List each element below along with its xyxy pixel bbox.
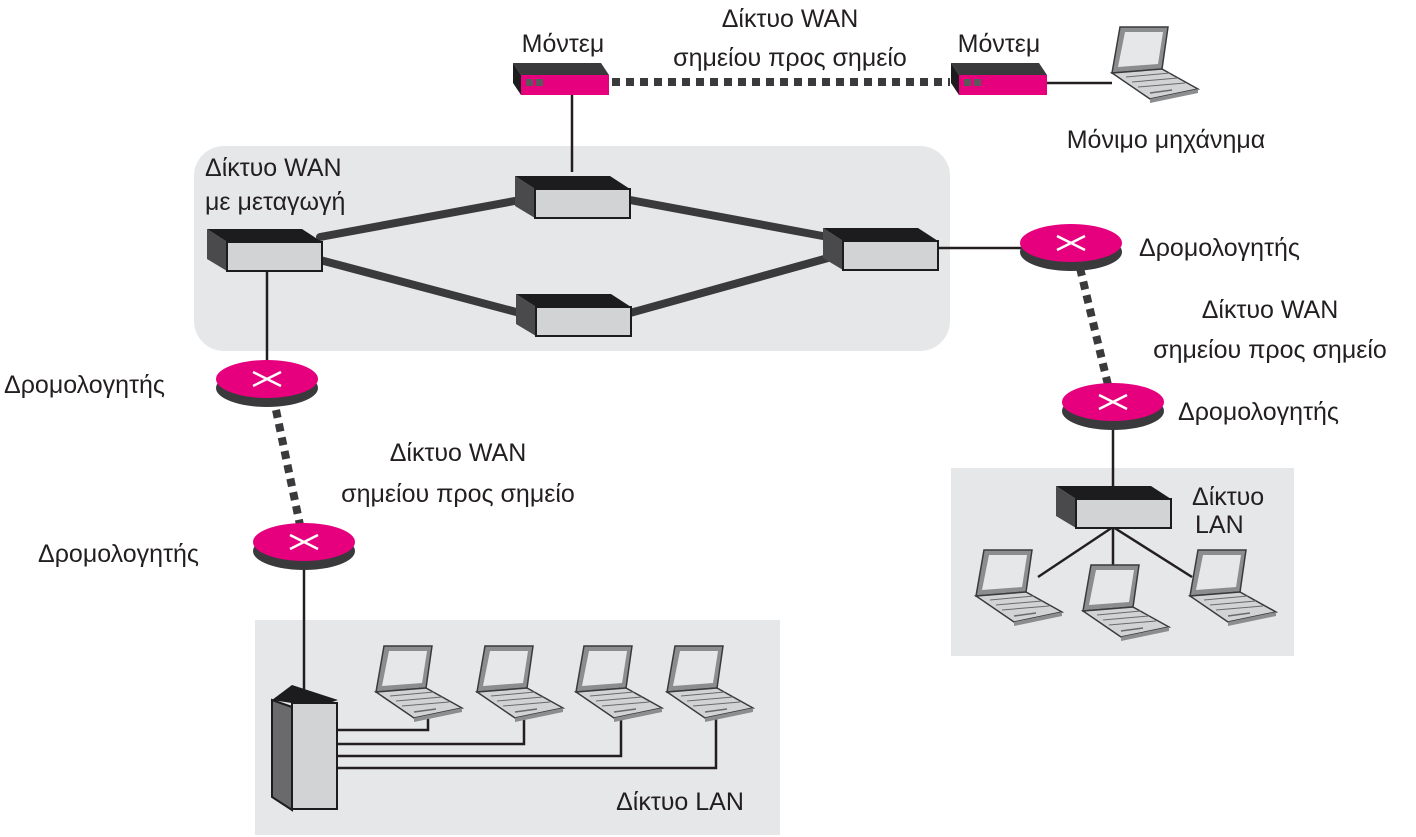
router-icon bbox=[1060, 381, 1166, 432]
wan-p2p-label-line1: Δίκτυο WAN bbox=[390, 439, 527, 467]
modem-label: Μόντεμ bbox=[522, 30, 605, 58]
wan-p2p-label-line1: Δίκτυο WAN bbox=[722, 5, 859, 33]
modem-icon bbox=[513, 63, 609, 95]
wan-p2p-label-line1: Δίκτυο WAN bbox=[1202, 296, 1339, 324]
wan-p2p-label-line2: σημείου προς σημείο bbox=[341, 480, 575, 508]
switched-wan-region bbox=[194, 146, 950, 351]
p2p-dotted-links bbox=[272, 78, 1112, 526]
lan-label-line2: LAN bbox=[1195, 511, 1244, 539]
router-label: Δρομολογητής bbox=[1178, 398, 1339, 426]
router-label: Δρομολογητής bbox=[38, 540, 199, 568]
laptop-icon bbox=[1111, 26, 1199, 104]
router-icon bbox=[251, 521, 357, 572]
server-tower-icon bbox=[271, 685, 338, 812]
router-icon bbox=[1018, 222, 1124, 273]
wan-p2p-label-line2: σημείου προς σημείο bbox=[673, 44, 907, 72]
switched-links bbox=[316, 196, 832, 317]
modem-label: Μόντεμ bbox=[958, 30, 1041, 58]
switched-wan-label-line2: με μεταγωγή bbox=[205, 188, 345, 216]
switch-icon bbox=[514, 175, 631, 219]
switch-icon bbox=[206, 228, 323, 272]
modem-icon bbox=[951, 63, 1047, 95]
lan-label: Δίκτυο LAN bbox=[616, 788, 744, 816]
router-label: Δρομολογητής bbox=[4, 371, 165, 399]
fixed-machine-label: Μόνιμο μηχάνημα bbox=[1067, 126, 1266, 154]
router-label: Δρομολογητής bbox=[1139, 234, 1300, 262]
switch-icon bbox=[515, 293, 632, 337]
switch-icon bbox=[1055, 485, 1172, 529]
wan-p2p-label-line2: σημείου προς σημείο bbox=[1153, 336, 1387, 364]
switched-wan-label-line1: Δίκτυο WAN bbox=[205, 154, 342, 182]
switch-icon bbox=[822, 227, 939, 271]
lan-label-line1: Δίκτυο bbox=[1192, 483, 1264, 511]
thin-links bbox=[265, 81, 1193, 770]
router-icon bbox=[214, 358, 320, 409]
